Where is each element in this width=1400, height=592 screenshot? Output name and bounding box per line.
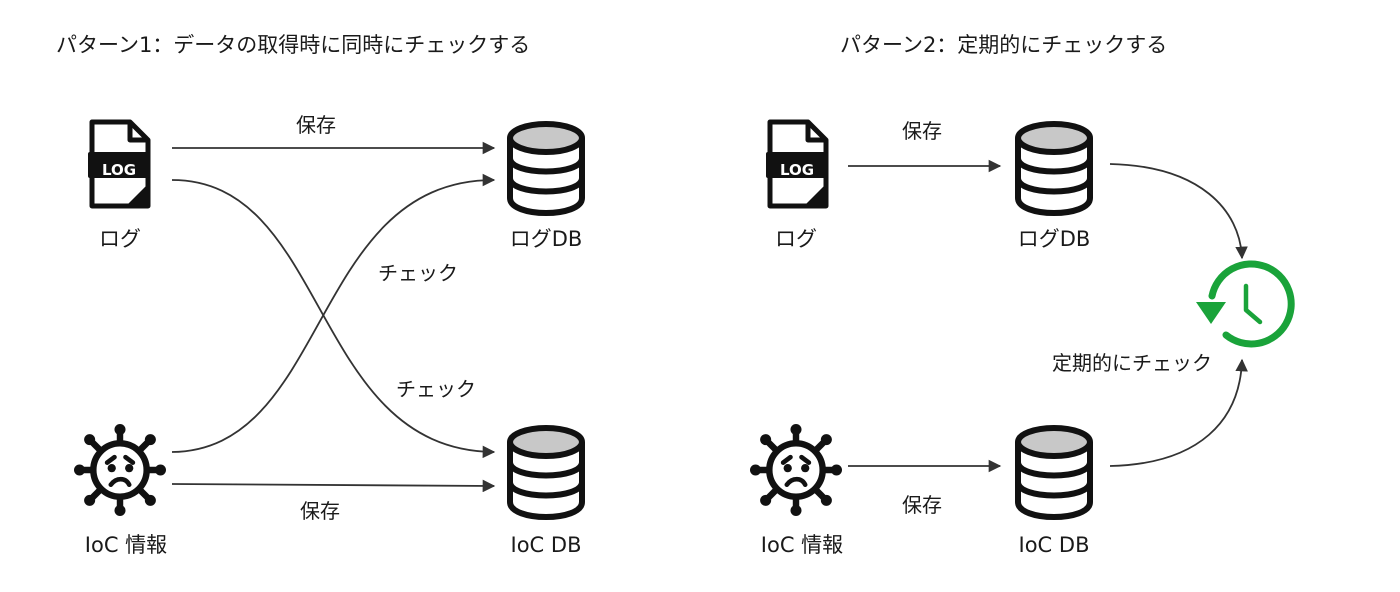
pattern1-title: パターン1：データの取得時に同時にチェックする [56, 33, 530, 57]
pattern1-group: パターン1：データの取得時に同時にチェックする LOG ログ IoC 情報 ログ… [56, 33, 582, 557]
pattern1-iocdb-label: IoC DB [511, 533, 582, 557]
virus-icon [74, 424, 166, 516]
edge-log-to-iocdb-check [171, 179, 496, 459]
database-icon [510, 428, 582, 517]
edge-ioc-to-iocdb [171, 479, 496, 493]
clock-refresh-icon [1196, 260, 1295, 348]
pattern1-save-bottom-label: 保存 [300, 499, 340, 523]
pattern1-save-top-label: 保存 [296, 113, 336, 137]
pattern1-iocdb-node: IoC DB [510, 428, 582, 557]
database-icon [1018, 428, 1090, 517]
edge-ioc-to-logdb-check [171, 173, 496, 453]
pattern2-ioc-label: IoC 情報 [761, 533, 843, 557]
pattern2-save-top-label: 保存 [902, 119, 942, 143]
database-icon [1018, 124, 1090, 213]
pattern2-group: パターン2：定期的にチェックする LOG ログ IoC 情報 ログDB IoC … [750, 33, 1295, 557]
pattern2-periodic-check-label: 定期的にチェック [1052, 351, 1212, 375]
pattern2-logdb-node: ログDB [1018, 124, 1091, 251]
pattern1-logdb-node: ログDB [510, 124, 583, 251]
pattern2-title: パターン2：定期的にチェックする [840, 33, 1167, 57]
pattern2-ioc-node: IoC 情報 [750, 424, 843, 557]
pattern1-log-label: ログ [99, 227, 141, 251]
pattern1-ioc-node: IoC 情報 [74, 424, 167, 557]
log-badge-text: LOG [780, 161, 814, 179]
pattern2-iocdb-label: IoC DB [1019, 533, 1090, 557]
pattern1-check-upper-label: チェック [378, 261, 458, 285]
pattern2-iocdb-node: IoC DB [1018, 428, 1090, 557]
edge-logdb-to-clock [1109, 163, 1248, 260]
pattern1-log-node: LOG ログ [88, 122, 150, 251]
pattern1-check-lower-label: チェック [396, 377, 476, 401]
pattern1-logdb-label: ログDB [510, 227, 583, 251]
log-badge-text: LOG [102, 161, 136, 179]
pattern2-logdb-label: ログDB [1018, 227, 1091, 251]
pattern2-save-bottom-label: 保存 [902, 493, 942, 517]
database-icon [510, 124, 582, 213]
pattern2-log-label: ログ [775, 227, 817, 251]
pattern2-log-node: LOG ログ [766, 122, 828, 251]
virus-icon [750, 424, 842, 516]
edge-iocdb-to-clock [1109, 358, 1248, 467]
pattern1-ioc-label: IoC 情報 [85, 533, 167, 557]
